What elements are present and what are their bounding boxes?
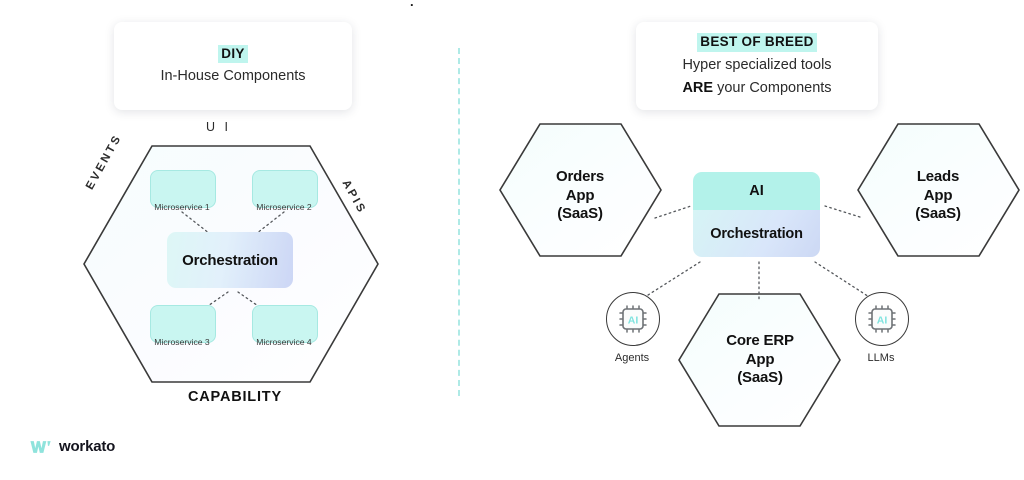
orders-app-hexagon[interactable]	[499, 123, 662, 257]
card-best-of-breed: BEST OF BREED Hyper specialized tools AR…	[636, 22, 878, 110]
clipped-title-fragment: .	[410, 0, 414, 9]
card-bob-highlight: BEST OF BREED	[697, 33, 817, 52]
workato-wordmark: workato	[59, 438, 116, 455]
left-connectors	[181, 211, 285, 325]
card-diy-highlight: DIY	[218, 45, 248, 64]
leads-app-hexagon[interactable]	[857, 123, 1020, 257]
workato-mark-icon	[30, 440, 51, 453]
core-erp-app-hexagon[interactable]	[678, 293, 841, 427]
card-diy: DIY In-House Components	[114, 22, 352, 110]
card-bob-line2-bold: ARE	[682, 80, 714, 97]
right-diagram-shapes	[499, 123, 1020, 427]
card-bob-line1: Hyper specialized tools	[682, 56, 832, 73]
workato-logo: workato	[30, 438, 115, 455]
vertical-dashed-divider	[458, 48, 460, 396]
card-diy-subtitle: In-House Components	[160, 68, 306, 85]
left-hexagon-diagram: U I CAPABILITY EVENTS APIS Microservice …	[78, 116, 388, 416]
card-bob-line2: ARE your Components	[682, 78, 831, 99]
right-hexagon-diagram: Orders App (SaaS) Leads App (SaaS) Core …	[495, 112, 1024, 427]
card-bob-line2-rest: your Components	[713, 80, 832, 97]
